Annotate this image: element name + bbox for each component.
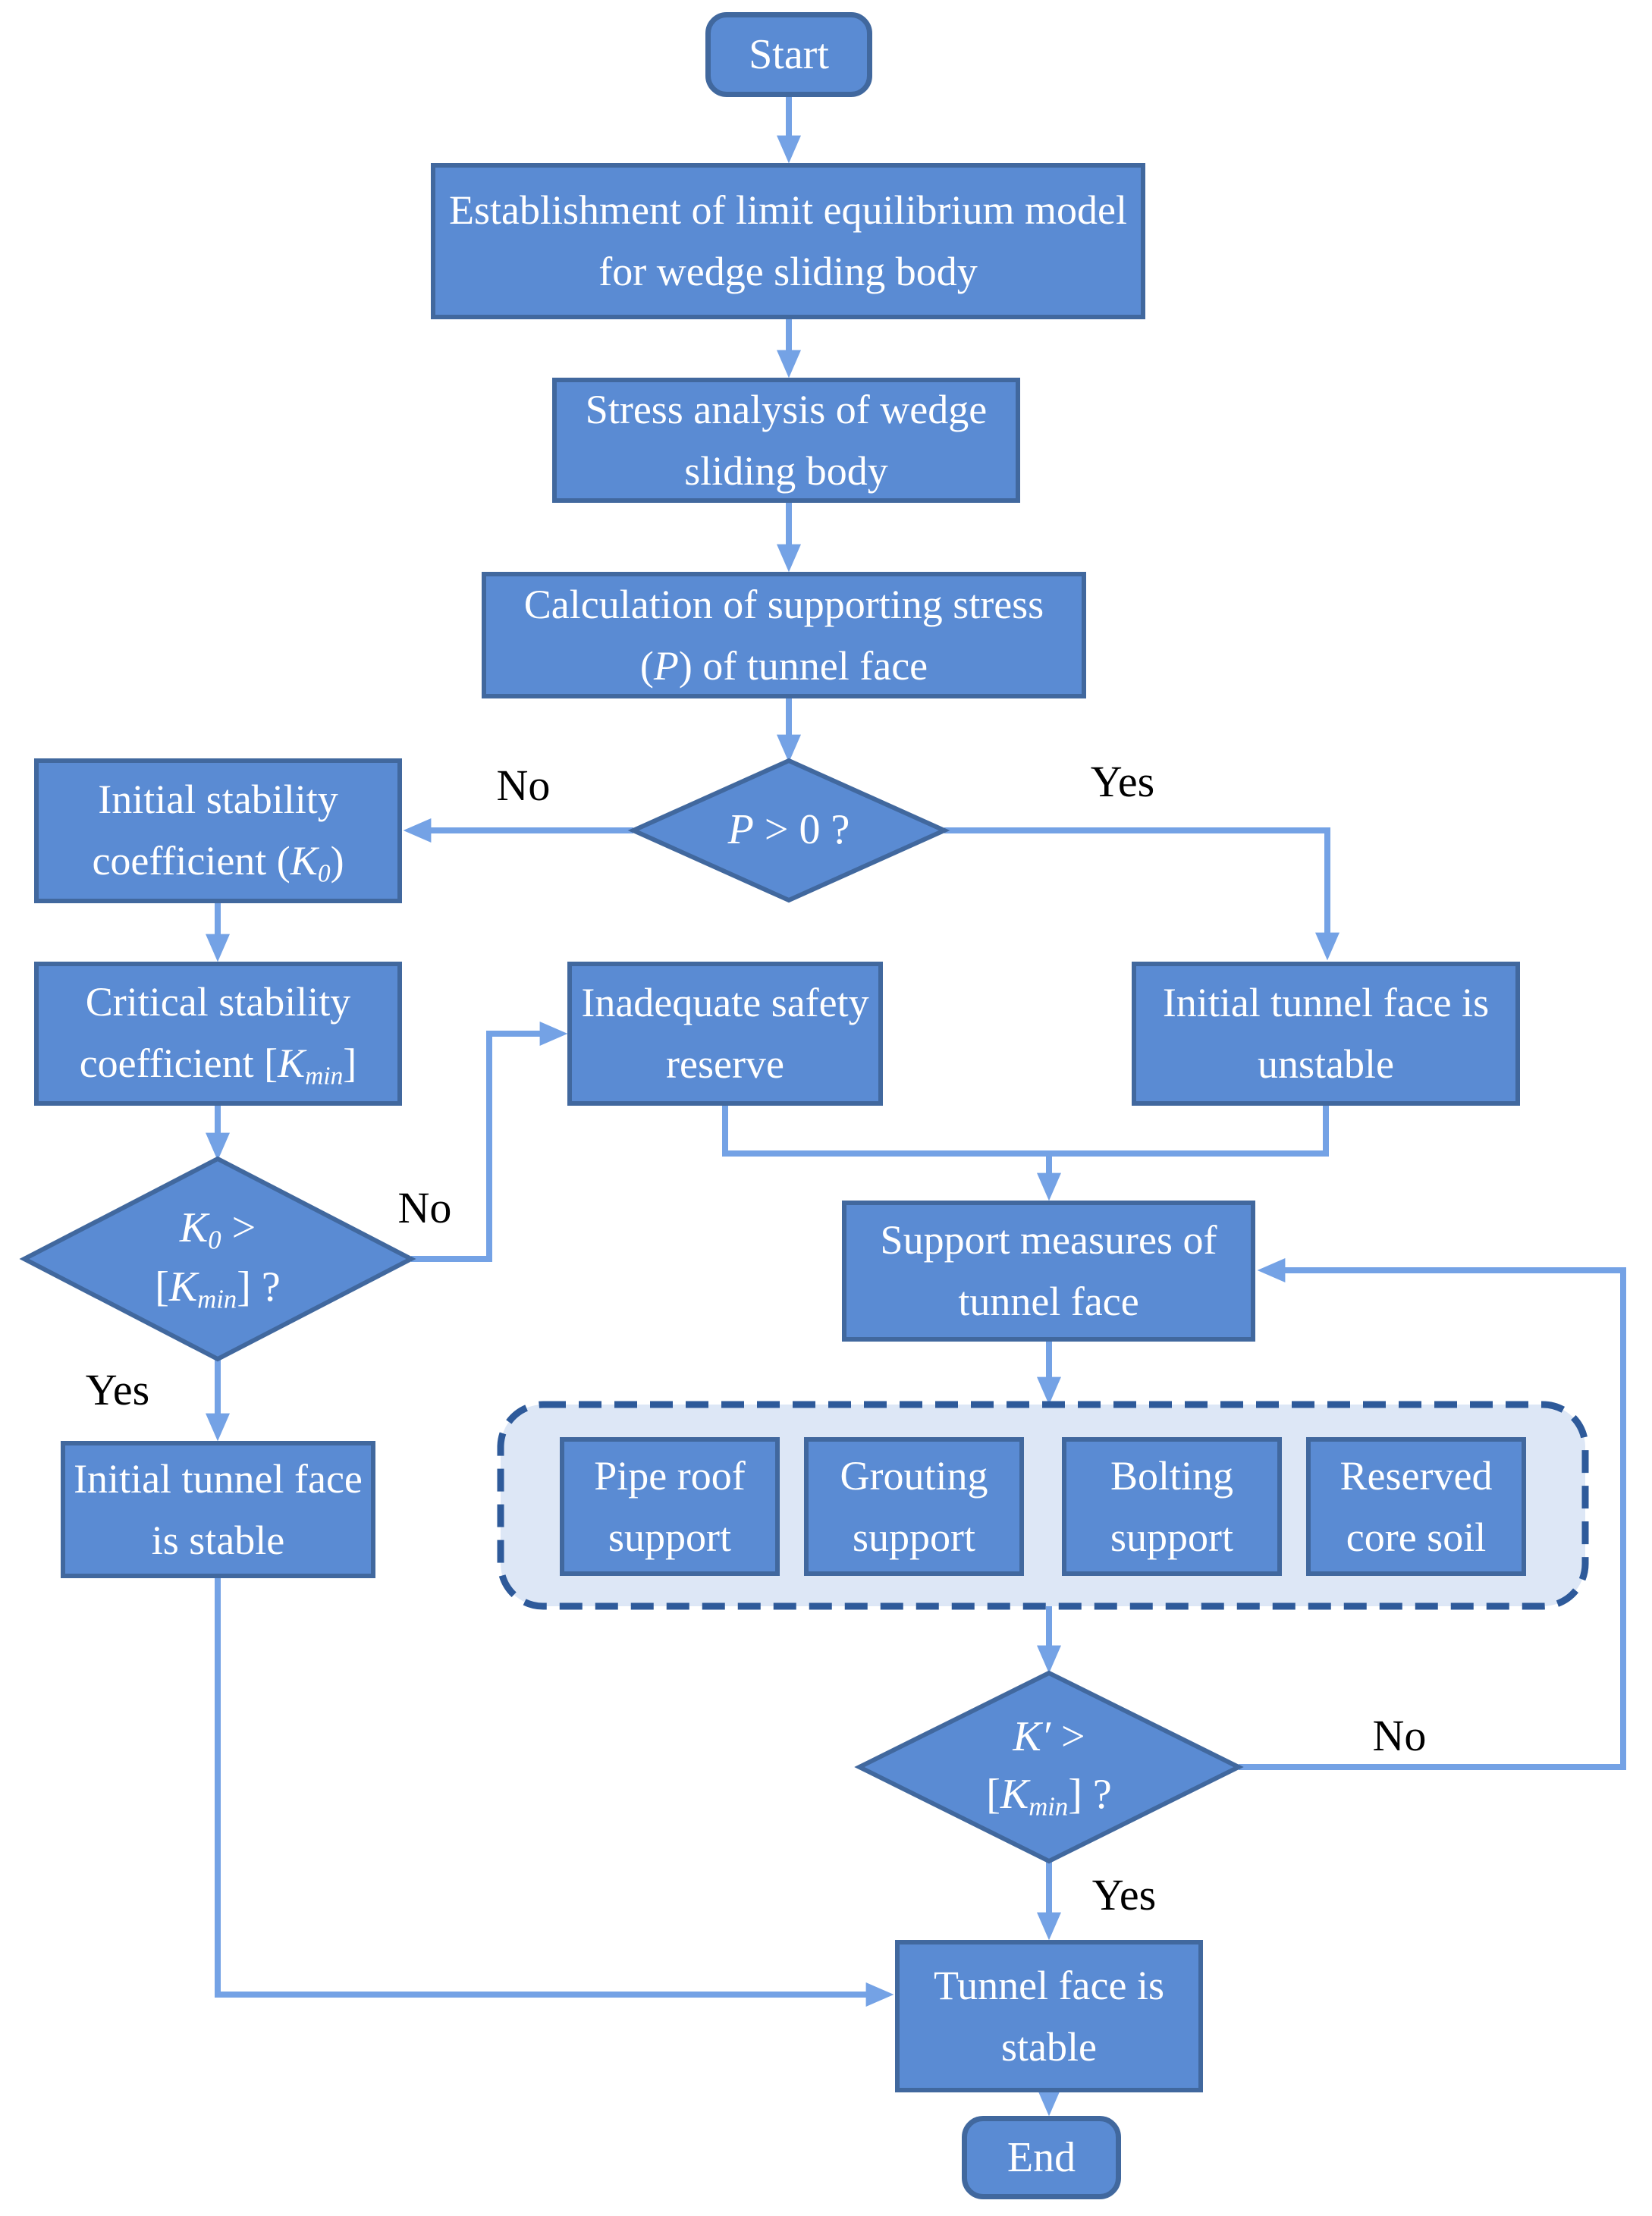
decision-kprime-check	[854, 1670, 1244, 1864]
initial-stable-node: Initial tunnel face is stable	[61, 1441, 375, 1578]
edge-k0check-no	[411, 1022, 568, 1262]
support-measures-node: Support measures of tunnel face	[842, 1201, 1255, 1342]
stress-analysis-label: Stress analysis of wedge sliding body	[585, 386, 988, 494]
establishment-label: Establishment of limit equilibrium model…	[449, 187, 1127, 294]
kprime-check-yes-label: Yes	[1091, 1869, 1157, 1919]
start-label: Start	[749, 31, 829, 78]
initial-coefficient-node: Initial stability coefficient (K0)	[34, 758, 402, 903]
critical-coefficient-label: Critical stability coefficient [Kmin]	[79, 979, 357, 1091]
initial-unstable-label: Initial tunnel face is unstable	[1162, 980, 1490, 1087]
measure-reserved-core-label: Reserved core soil	[1340, 1452, 1493, 1560]
edge-pcheck-yes	[944, 827, 1340, 961]
measure-grouting-node: Grouting support	[804, 1437, 1024, 1576]
stable-node: Tunnel face is stable	[895, 1940, 1203, 2092]
k0-check-yes-label: Yes	[85, 1364, 150, 1414]
decision-p-check	[627, 758, 950, 903]
measure-grouting-label: Grouting support	[840, 1452, 988, 1560]
end-node: End	[962, 2116, 1121, 2199]
establishment-node: Establishment of limit equilibrium model…	[431, 163, 1145, 319]
initial-unstable-node: Initial tunnel face is unstable	[1132, 962, 1520, 1106]
edge-kcheck-no-loop	[1239, 1258, 1626, 1770]
edge-join-unstable-inadequate	[722, 1106, 1329, 1157]
p-check-yes-label: Yes	[1090, 756, 1155, 806]
decision-k0-check	[19, 1156, 416, 1362]
k0-check-label: K0 > [Kmin] ?	[155, 1204, 281, 1314]
end-label: End	[1007, 2134, 1076, 2181]
support-measures-label: Support measures of tunnel face	[880, 1217, 1217, 1324]
edge-initialstable-to-stable	[215, 1578, 894, 2007]
kprime-check-no-label: No	[1372, 1710, 1427, 1760]
p-check-no-label: No	[496, 760, 551, 810]
critical-coefficient-node: Critical stability coefficient [Kmin]	[34, 962, 402, 1106]
k0-check-no-label: No	[397, 1182, 452, 1232]
kprime-check-label: K′ > [Kmin] ?	[986, 1713, 1112, 1822]
inadequate-reserve-label: Inadequate safety reserve	[581, 980, 869, 1087]
support-stress-calc-node: Calculation of supporting stress (P) of …	[482, 572, 1086, 698]
support-stress-calc-label: Calculation of supporting stress (P) of …	[523, 581, 1044, 689]
inadequate-reserve-node: Inadequate safety reserve	[567, 962, 883, 1106]
stable-label: Tunnel face is stable	[934, 1962, 1164, 2070]
measure-pipe-roof-node: Pipe roof support	[560, 1437, 780, 1576]
initial-coefficient-label: Initial stability coefficient (K0)	[92, 776, 344, 888]
start-node: Start	[705, 12, 872, 97]
measure-reserved-core-node: Reserved core soil	[1306, 1437, 1526, 1576]
measure-bolting-label: Bolting support	[1110, 1452, 1234, 1560]
initial-stable-label: Initial tunnel face is stable	[74, 1455, 363, 1563]
stress-analysis-node: Stress analysis of wedge sliding body	[552, 378, 1020, 503]
p-check-label: P > 0 ?	[727, 806, 850, 854]
measure-pipe-roof-label: Pipe roof support	[594, 1452, 746, 1560]
measure-bolting-node: Bolting support	[1062, 1437, 1282, 1576]
